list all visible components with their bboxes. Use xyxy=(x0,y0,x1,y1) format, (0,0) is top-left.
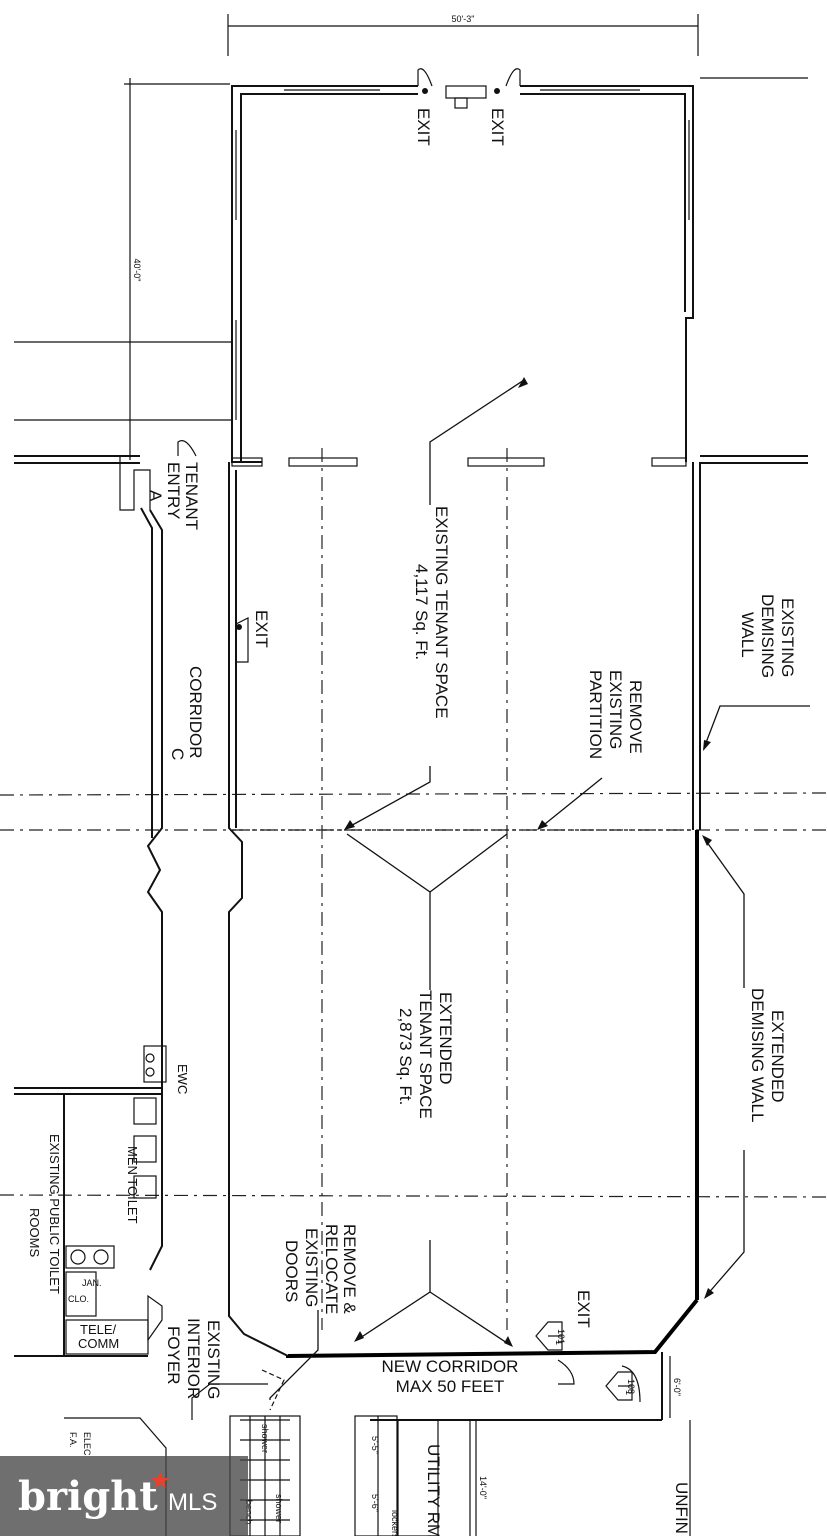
existing-space-annotation: EXISTING TENANT SPACE 4,117 Sq. Ft. xyxy=(412,377,528,719)
lockers-label: lockers xyxy=(390,1510,400,1536)
new-corridor-label-2: MAX 50 FEET xyxy=(396,1377,505,1396)
toilet-rooms: EWC MEN TOILET EXISTING PUBLIC TOILET RO… xyxy=(14,1045,190,1357)
foyer-label-2: INTERIOR xyxy=(184,1318,203,1399)
door-tag-101: 101 1 EXIT xyxy=(535,1290,593,1351)
jan-label-1: JAN. xyxy=(82,1278,102,1288)
corridor-label-2: C xyxy=(168,748,187,760)
demising-label-1: EXISTING xyxy=(778,598,797,677)
brand-wordmark: bright xyxy=(18,1473,158,1520)
fa-label: F.A. xyxy=(68,1432,78,1448)
exit-corridor-label: EXIT xyxy=(252,610,271,648)
unfinished-label: UNFIN xyxy=(672,1482,691,1534)
existing-space-label-2: 4,117 Sq. Ft. xyxy=(412,564,431,660)
top-exit-doors: EXIT EXIT xyxy=(414,68,521,146)
tag-108-top: 108 xyxy=(626,1379,636,1394)
existing-demising-wall: EXISTING DEMISING WALL xyxy=(692,462,810,830)
tenant-entry-label-2: ENTRY xyxy=(164,462,183,519)
tag-101-bottom: 1 xyxy=(554,1340,564,1345)
ext-demising-label-1: EXTENDED xyxy=(768,1010,787,1103)
exit-top-right-label: EXIT xyxy=(488,108,507,146)
demising-label-2: DEMISING xyxy=(758,594,777,678)
remove-label-3: PARTITION xyxy=(586,670,605,759)
extended-space: EXTENDED TENANT SPACE 2,873 Sq. Ft. xyxy=(287,830,699,1358)
side-depth-label: 40'-0" xyxy=(132,259,142,282)
jan-label-2: CLO. xyxy=(68,1294,89,1304)
bottom-rooms: shower shower bench 5'-5" 5'-6" lockers … xyxy=(64,1383,691,1536)
existing-space-label-1: EXISTING TENANT SPACE xyxy=(432,506,451,719)
overall-width-label: 50'-3" xyxy=(452,14,475,24)
brand-star-icon xyxy=(151,1472,169,1488)
relocate-label-2: RELOCATE xyxy=(322,1224,341,1314)
brand-suffix: MLS xyxy=(168,1489,217,1516)
corridor-depth-label: 6'-0" xyxy=(672,1378,682,1396)
extended-space-label-2: TENANT SPACE xyxy=(416,990,435,1119)
shower-label-1: shower xyxy=(260,1424,270,1453)
tenant-entry-label-1: TENANT xyxy=(182,462,201,530)
relocate-label-4: DOORS xyxy=(282,1240,301,1302)
remove-partition-annotation: REMOVE EXISTING PARTITION xyxy=(232,670,693,831)
corridor-c-walls: EXIT CORRIDOR C xyxy=(140,462,289,1357)
remove-label-2: EXISTING xyxy=(606,670,625,749)
b3-dim-label: 14'-0" xyxy=(478,1476,488,1499)
extended-space-label-1: EXTENDED xyxy=(436,992,455,1085)
tele-label-1: TELE/ xyxy=(80,1322,117,1337)
men-toilet-label: MEN TOILET xyxy=(125,1146,140,1224)
bright-mls-watermark: bright MLS xyxy=(0,1456,248,1536)
b1-dim-label: 5'-5" xyxy=(370,1436,380,1454)
tag-108-bottom: 1 xyxy=(624,1390,634,1395)
elec-label: ELEC xyxy=(82,1432,92,1456)
exit-bottom-label: EXIT xyxy=(574,1290,593,1328)
foyer-annotation: EXISTING INTERIOR FOYER REMOVE & RELOCAT… xyxy=(164,1224,359,1411)
extended-space-label-3: 2,873 Sq. Ft. xyxy=(396,1008,415,1105)
demising-label-3: WALL xyxy=(738,612,757,658)
overall-width-dimension: 50'-3" xyxy=(227,14,699,56)
bright-mls-logo: bright MLS xyxy=(18,1472,217,1520)
public-toilet-label-2: ROOMS xyxy=(27,1208,42,1257)
shower-label-2: shower xyxy=(274,1494,284,1523)
door-tag-108: 108 1 xyxy=(605,1371,636,1401)
tenant-entry-label-3: A xyxy=(146,490,165,502)
tele-label-2: COMM xyxy=(78,1336,119,1351)
bench-label: bench xyxy=(244,1500,254,1525)
relocate-label-3: EXISTING xyxy=(302,1228,321,1307)
foyer-label-3: FOYER xyxy=(164,1326,183,1385)
exit-top-left-label: EXIT xyxy=(414,108,433,146)
b2-dim-label: 5'-6" xyxy=(370,1494,380,1512)
extended-demising-wall: EXTENDED DEMISING WALL xyxy=(702,835,787,1299)
tag-101-top: 101 xyxy=(556,1329,566,1344)
relocate-label-1: REMOVE & xyxy=(340,1224,359,1314)
utility-label: UTILITY RM xyxy=(424,1444,443,1536)
new-corridor-label-1: NEW CORRIDOR xyxy=(382,1357,519,1376)
remove-label-1: REMOVE xyxy=(626,680,645,754)
tenant-entry-a: TENANT ENTRY A xyxy=(119,440,201,530)
existing-space-walls xyxy=(14,85,808,467)
public-toilet-label-1: EXISTING PUBLIC TOILET xyxy=(47,1134,62,1294)
foyer-label-1: EXISTING xyxy=(204,1320,223,1399)
side-depth-dimension: 40'-0" xyxy=(124,77,808,460)
ewc-label: EWC xyxy=(175,1064,190,1094)
ext-demising-label-2: DEMISING WALL xyxy=(748,988,767,1122)
corridor-label-1: CORRIDOR xyxy=(186,666,205,759)
